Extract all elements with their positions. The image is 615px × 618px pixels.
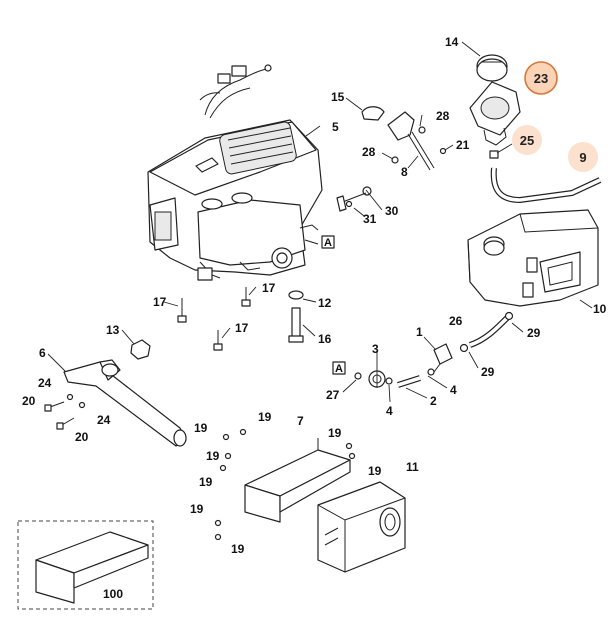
label-30: 30 [385,204,399,218]
label-3: 3 [372,342,379,356]
label-20: 20 [75,430,89,444]
reference-box-a: A [332,361,346,375]
reference-box-a: A [321,235,335,249]
label-4: 4 [450,383,457,397]
label-17: 17 [235,321,249,335]
label-14: 14 [445,35,459,49]
part-17-screws [177,287,251,351]
label-20: 20 [22,394,36,408]
part-25-clip [489,150,499,159]
part-8-bracket [387,111,435,171]
label-16: 16 [318,332,332,346]
part-7-heat-shield [244,438,351,523]
part-23-filler-neck [469,81,521,146]
label-19: 19 [258,410,272,424]
part-20-24-hardware [44,393,86,430]
engine-assembly [147,64,323,281]
label-1: 1 [416,325,423,339]
label-8: 8 [401,165,408,179]
part-11-muffler [317,481,406,573]
svg-text:25: 25 [520,133,534,148]
svg-text:23: 23 [534,71,548,86]
label-7: 7 [297,414,304,428]
callout-25[interactable]: 25 [512,125,542,155]
part-19-screws [214,428,356,541]
label-24: 24 [97,413,111,427]
label-31: 31 [363,212,377,226]
label-5: 5 [332,120,339,134]
part-15-knob [361,106,385,121]
part-100-heat-shield [35,531,149,604]
part-1-fuel-filter [427,343,453,376]
label-19: 19 [231,542,245,556]
part-3-fuel-pump [354,370,393,388]
label-26: 26 [449,314,463,328]
label-19: 19 [328,426,342,440]
part-30-31-linkage [336,186,372,212]
kit-box-100 [17,520,154,610]
part-13-nut [130,339,151,360]
label-100: 100 [103,587,123,601]
label-13: 13 [106,323,120,337]
label-11: 11 [406,460,419,474]
part-14-fuel-cap [476,54,508,82]
svg-text:A: A [324,237,332,249]
part-12-washer [288,290,304,300]
label-28: 28 [436,109,450,123]
label-19: 19 [206,449,220,463]
label-29: 29 [481,365,495,379]
label-19: 19 [190,502,204,516]
label-15: 15 [331,90,345,104]
part-10-fuel-tank [467,209,599,307]
label-19: 19 [194,421,208,435]
label-27: 27 [326,388,340,402]
label-17: 17 [262,281,276,295]
label-28: 28 [362,145,376,159]
callout-9[interactable]: 9 [568,142,598,172]
label-19: 19 [199,475,213,489]
label-17: 17 [153,295,167,309]
label-21: 21 [456,138,470,152]
callout-23[interactable]: 23 [524,61,558,95]
label-12: 12 [318,296,332,310]
label-6: 6 [39,346,46,360]
label-19: 19 [368,464,382,478]
label-4: 4 [386,404,393,418]
svg-text:9: 9 [579,150,586,165]
label-10: 10 [593,302,607,316]
label-24: 24 [38,376,52,390]
part-16-bolt [288,307,304,343]
leader-lines [47,41,593,403]
label-2: 2 [430,394,437,408]
label-29: 29 [527,326,541,340]
svg-text:A: A [335,363,343,375]
part-6-exhaust-pipe [63,359,187,447]
